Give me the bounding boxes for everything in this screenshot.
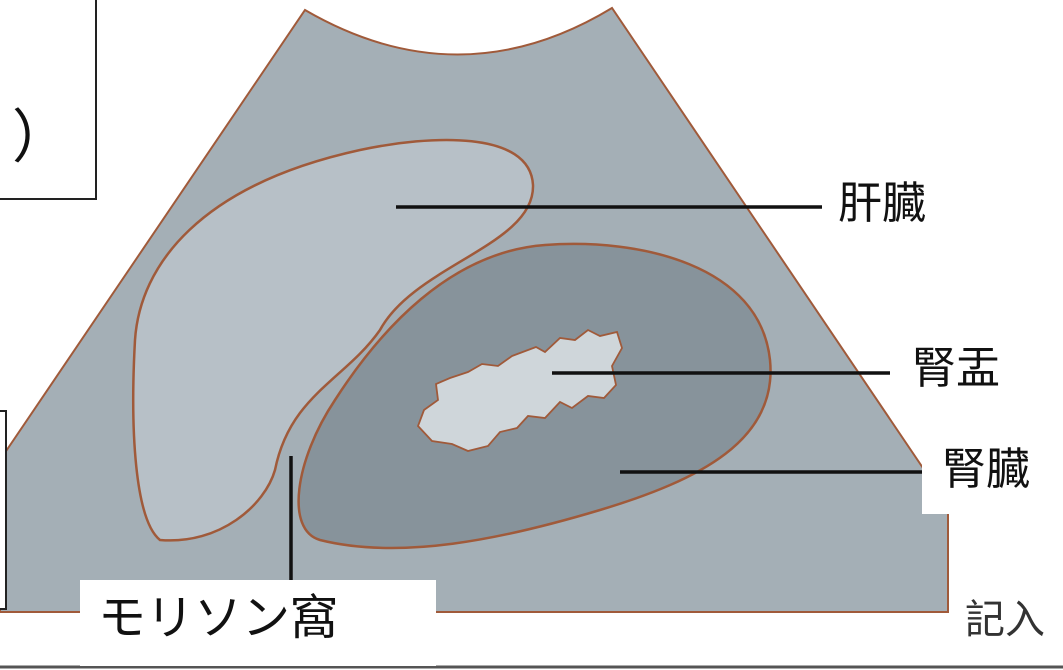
footer-text-fragment: 記入 (965, 597, 1045, 643)
liver-label: 肝臓 (838, 178, 926, 229)
morison-pouch-label: モリソン窩 (80, 580, 436, 666)
liver-shape (132, 138, 535, 542)
lower-left-answer-box (0, 410, 7, 610)
renal-pelvis-shape (416, 328, 623, 452)
closing-paren: ） (12, 103, 71, 171)
kidney-label: 腎臓 (922, 442, 1063, 514)
upper-left-answer-box: ） (0, 0, 97, 200)
renal-pelvis-label: 腎盂 (912, 343, 1000, 394)
